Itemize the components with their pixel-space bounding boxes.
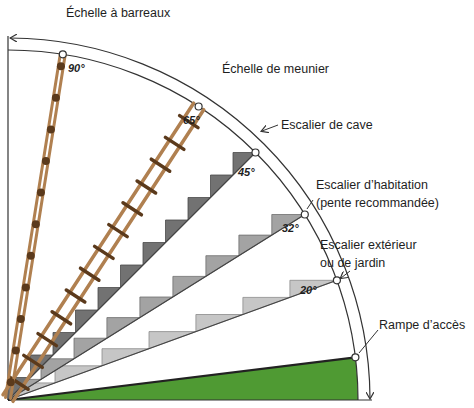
ladder-rung — [109, 225, 127, 237]
stairs-group — [8, 153, 337, 401]
angle-label: 65° — [183, 114, 200, 127]
leader-line — [359, 330, 378, 353]
ladder-rail — [6, 54, 61, 398]
leader-line — [262, 125, 278, 131]
vertical-line — [7, 36, 8, 400]
ladder-rung — [66, 290, 85, 302]
ladder-rung — [47, 125, 55, 133]
angle-dot — [252, 149, 259, 156]
angle-label: 45° — [238, 166, 255, 179]
angle-label: 90° — [68, 62, 85, 75]
ladder-rung — [27, 252, 35, 260]
ladder-rail — [13, 110, 204, 402]
ladder-rail — [3, 103, 194, 395]
ladder-rung — [57, 62, 65, 70]
slope-label: Escalier de cave — [281, 116, 373, 134]
ramp-line — [8, 357, 355, 400]
ladders-group — [3, 54, 204, 401]
angle-dot — [195, 103, 202, 110]
leader-line — [307, 200, 313, 209]
inner-arc — [8, 50, 358, 400]
ladder-rung — [7, 378, 15, 386]
ladder-rung — [123, 203, 141, 215]
ladder-rung — [52, 312, 71, 324]
slope-label: Échelle à barreaux — [66, 4, 170, 22]
angle-dots — [59, 51, 359, 361]
base-line — [8, 399, 372, 400]
ladder-rung — [22, 283, 30, 291]
angle-dot — [301, 211, 308, 218]
angle-dot — [333, 277, 340, 284]
ladder-rung — [151, 159, 169, 171]
slope-label: Escalier d’habitation (pente recommandée… — [316, 176, 454, 212]
ladder-rail — [11, 55, 66, 399]
ladder-rung — [32, 220, 40, 228]
ladder-rung — [42, 157, 50, 165]
ladder-rung — [12, 347, 20, 355]
ladder-rung — [37, 189, 45, 197]
angle-dot — [59, 51, 66, 58]
slope-label: Rampe d’accès — [379, 316, 465, 334]
ladder-rung — [95, 246, 114, 258]
leader-line — [341, 271, 350, 278]
ladder-rung — [17, 315, 25, 323]
angle-dot — [352, 354, 359, 361]
ladder-rung — [137, 181, 156, 193]
ladder-rung — [38, 334, 56, 346]
angle-label: 32° — [282, 222, 299, 235]
slope-label: Escalier extérieur ou de jardin — [320, 236, 432, 272]
slope-label: Échelle de meunier — [222, 60, 329, 78]
ladder-rung — [165, 137, 184, 149]
ladder-rung — [81, 268, 99, 280]
angle-label: 20° — [300, 284, 317, 297]
ladder-rung — [52, 94, 60, 102]
ladder-rung — [24, 355, 43, 367]
